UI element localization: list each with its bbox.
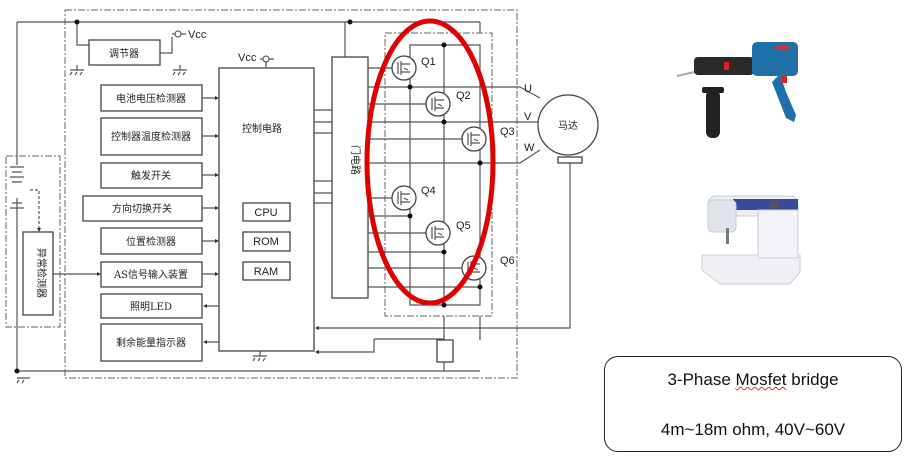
lighting-led: 照明LED — [130, 301, 172, 313]
vcc-label: Vcc — [188, 29, 207, 41]
anomaly-detector-label: 异常检测器 — [35, 248, 48, 298]
mosfet-q5: Q5 — [425, 220, 471, 246]
gate-circuit-box — [331, 56, 369, 299]
note-spec: 4m~18m ohm, 40V~60V — [660, 420, 846, 439]
control-circuit-label: 控制电路 — [242, 122, 282, 135]
power-drill-image — [676, 42, 798, 138]
cpu-label: CPU — [254, 207, 277, 219]
as-signal-input: AS信号输入装置 — [113, 268, 188, 281]
q2-label: Q2 — [456, 90, 471, 102]
note-title-word: Mosfet — [735, 370, 787, 389]
controller-temp-detector: 控制器温度检测器 — [111, 130, 191, 143]
note-title: 3-Phase Mosfet bridge — [605, 370, 901, 390]
battery-pack-boundary — [5, 155, 61, 328]
battery-voltage-detector: 电池电压检测器 — [116, 92, 186, 105]
direction-switch: 方向切换开关 — [112, 202, 172, 215]
controller-boundary — [64, 9, 518, 379]
phase-w-label: W — [524, 142, 535, 154]
sewing-machine-image — [701, 195, 801, 285]
mosfet-q4: Q4 — [391, 185, 436, 211]
remaining-energy-indicator: 剩余能量指示器 — [116, 336, 186, 349]
current-shunt — [436, 339, 454, 363]
ram-box — [242, 261, 291, 281]
motor — [537, 94, 599, 156]
gate-circuit-label: 门电路 — [349, 145, 362, 175]
regulator-box — [88, 39, 161, 66]
q4-label: Q4 — [421, 185, 436, 197]
input-blocks: 电池电压检测器 控制器温度检测器 触发开关 方向切换开关 位置检测器 AS信号输… — [82, 84, 203, 362]
q6-label: Q6 — [500, 255, 515, 267]
position-detector: 位置检测器 — [126, 235, 176, 248]
phase-u-label: U — [524, 83, 532, 95]
note-title-prefix: 3-Phase — [667, 370, 736, 389]
trigger-switch: 触发开关 — [131, 169, 171, 182]
rom-box — [242, 231, 291, 252]
position-sensor — [557, 156, 583, 164]
mosfet-q3: Q3 — [461, 126, 515, 152]
mosfet-q2: Q2 — [425, 90, 471, 117]
motor-label: 马达 — [558, 120, 578, 132]
regulator-label: 调节器 — [109, 48, 139, 60]
mosfet-q1: Q1 — [391, 55, 436, 81]
vcc-label-control: Vcc — [238, 52, 257, 64]
q3-label: Q3 — [500, 126, 515, 138]
note-title-suffix: bridge — [786, 370, 839, 389]
anomaly-detector-box — [22, 231, 54, 316]
ram-label: RAM — [254, 266, 278, 278]
rom-label: ROM — [253, 236, 279, 248]
mosfet-bridge-note: 3-Phase Mosfet bridge 4m~18m ohm, 40V~60… — [604, 356, 902, 452]
cpu-box — [242, 202, 291, 222]
q1-label: Q1 — [421, 56, 436, 68]
highlight-ellipse — [364, 18, 496, 306]
q5-label: Q5 — [456, 220, 471, 232]
phase-v-label: V — [524, 111, 532, 123]
